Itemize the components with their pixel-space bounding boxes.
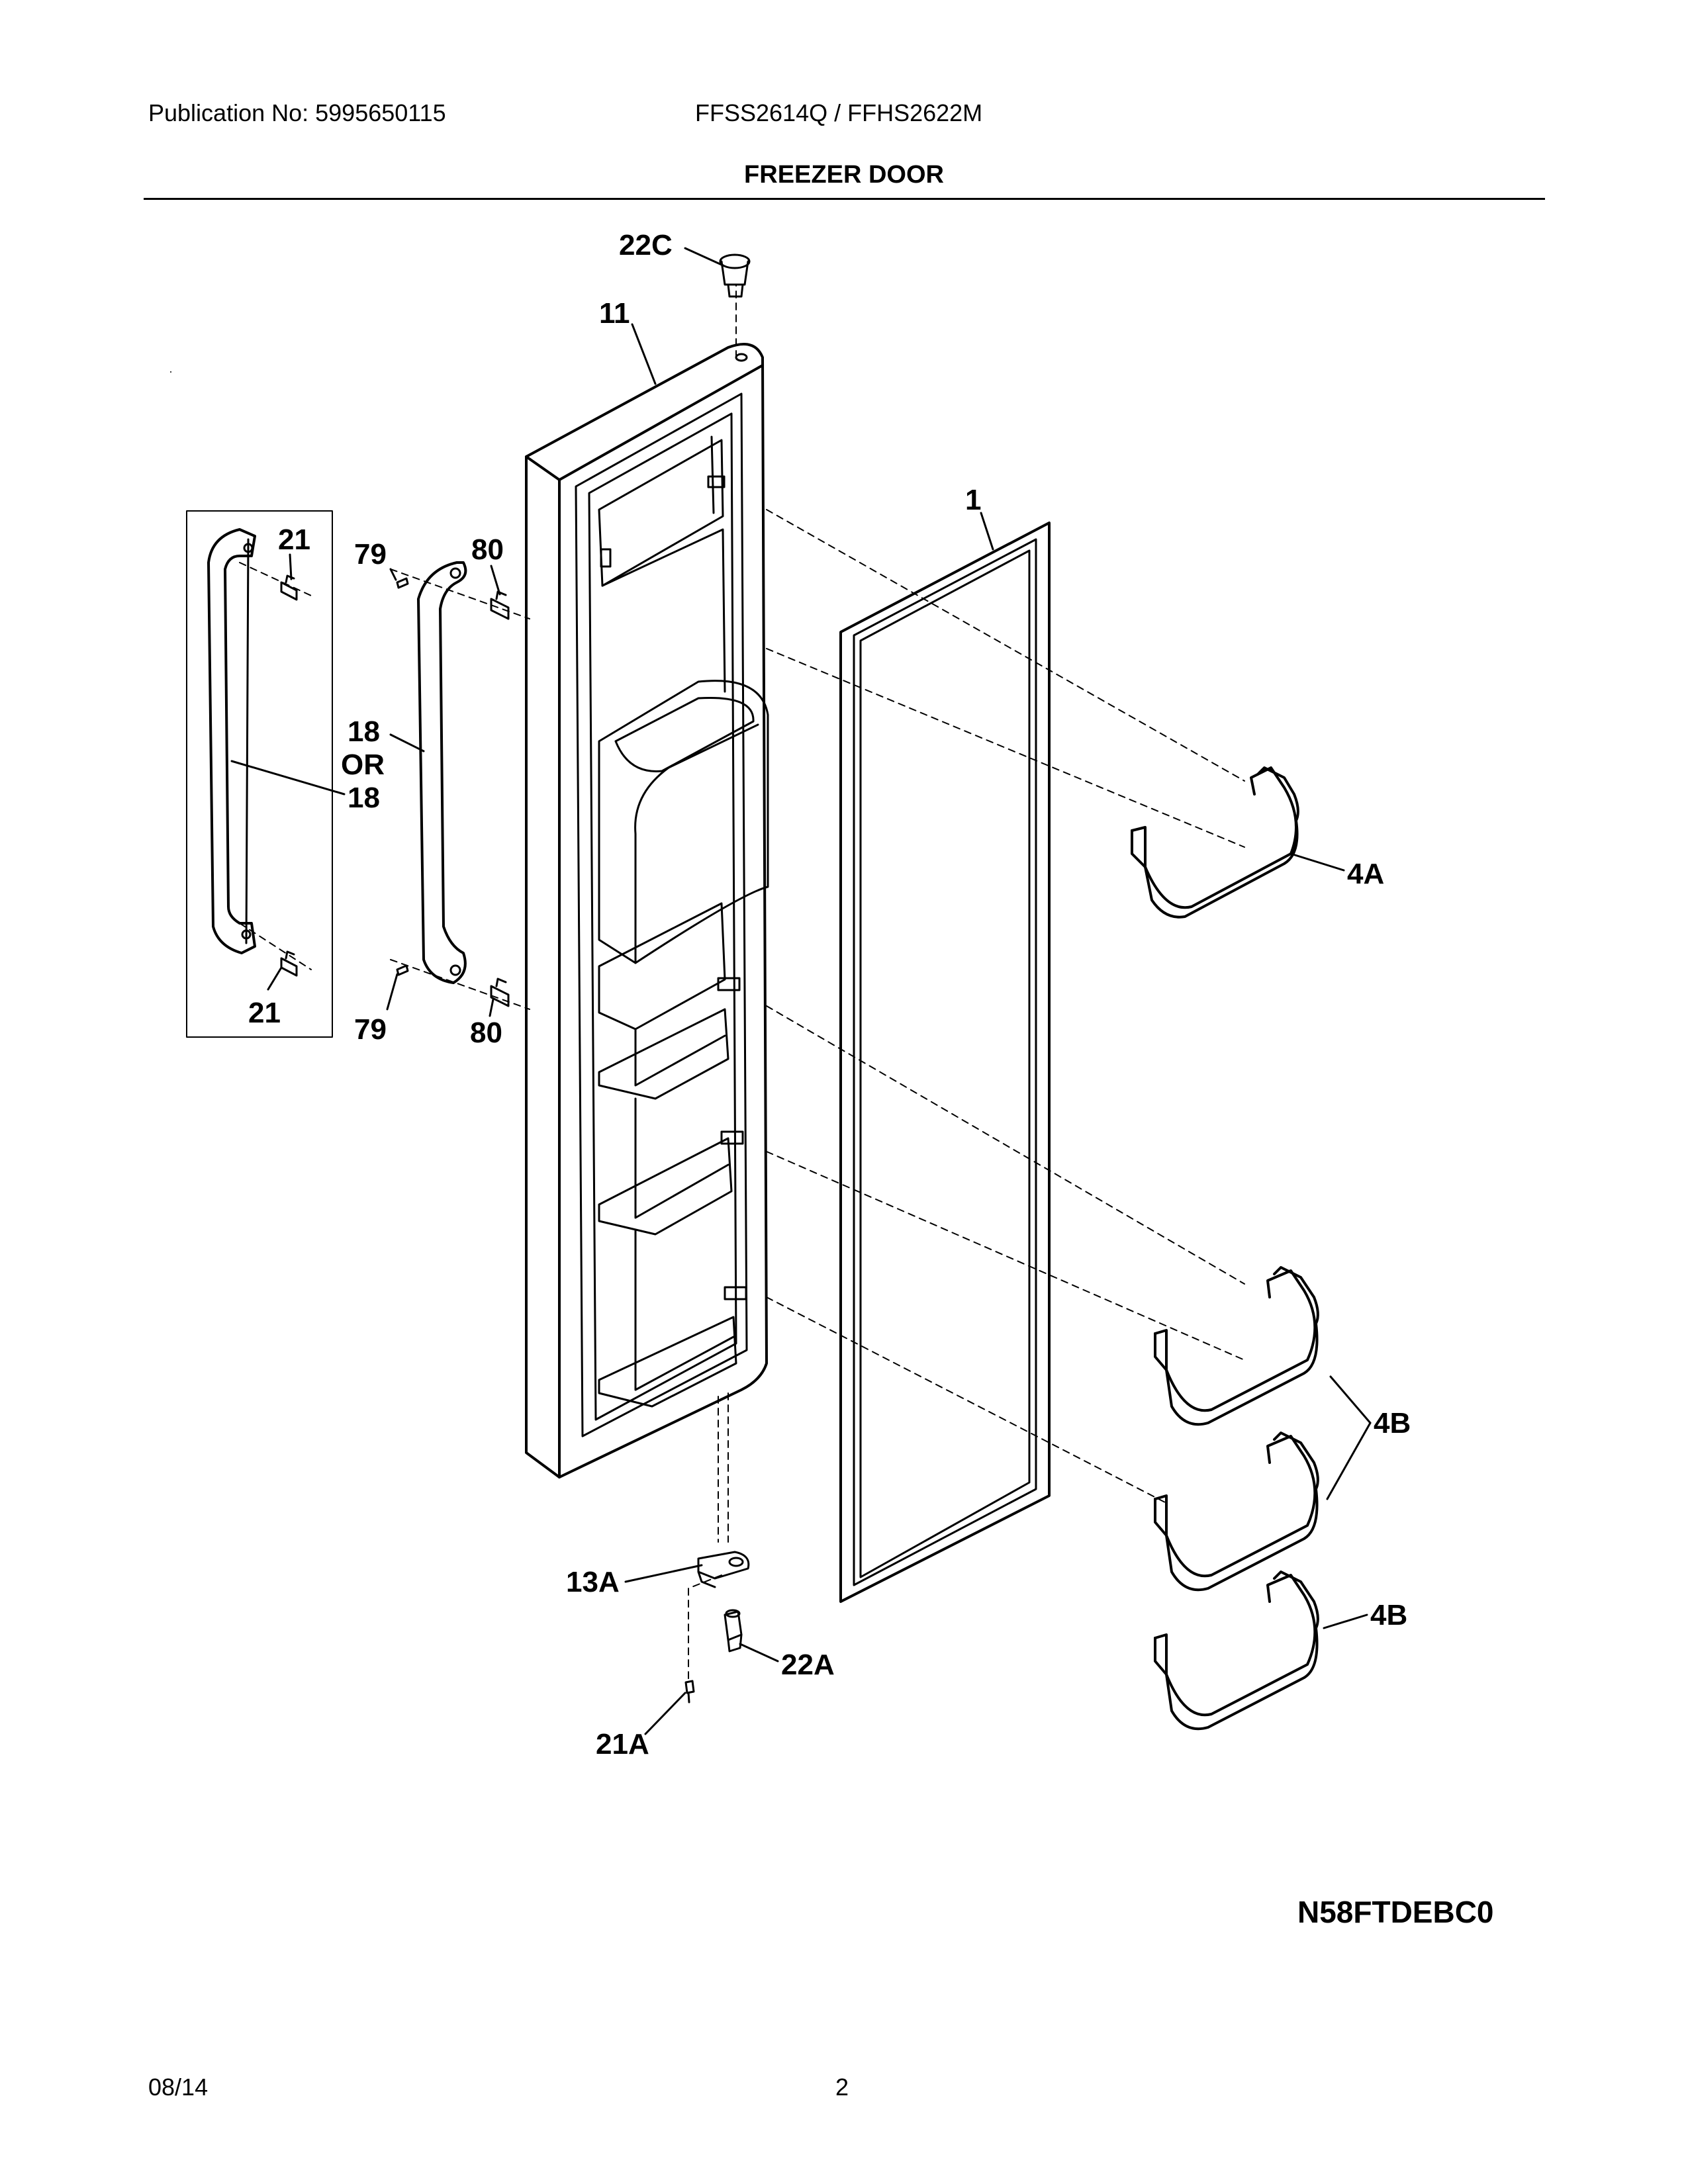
screw-21a	[684, 1680, 695, 1704]
door-bin-4b-lower	[1154, 1570, 1319, 1731]
screw-79-bottom	[396, 964, 409, 976]
callout-79-bottom: 79	[354, 1013, 387, 1046]
callout-1: 1	[965, 484, 981, 516]
door-bin-4a	[1131, 766, 1299, 919]
callout-22c: 22C	[619, 229, 673, 261]
handle-18-alternate	[417, 561, 467, 984]
callout-21-top: 21	[278, 523, 310, 556]
callout-or: OR	[341, 749, 385, 781]
callout-79-top: 79	[354, 538, 387, 570]
footer-date: 08/14	[148, 2073, 209, 2101]
header-rule	[144, 198, 1545, 200]
stud-80-bottom	[490, 978, 510, 1007]
handle-18-boxed	[207, 528, 256, 954]
leader-lines	[170, 247, 1372, 1735]
hinge-pin-22a	[724, 1609, 743, 1653]
model-numbers: FFSS2614Q / FFHS2622M	[695, 99, 983, 126]
callout-4b-2: 4B	[1370, 1599, 1407, 1631]
page-title: FREEZER DOOR	[744, 161, 944, 189]
callout-4a: 4A	[1347, 858, 1384, 890]
callout-21a: 21A	[596, 1728, 649, 1760]
freezer-door	[525, 343, 769, 1479]
diagram-code: N58FTDEBC0	[1297, 1895, 1494, 1929]
callout-11: 11	[599, 297, 630, 330]
callout-18-alt: 18	[348, 782, 380, 814]
door-bin-4b-upper	[1154, 1266, 1319, 1426]
callout-4b-1: 4B	[1374, 1407, 1411, 1439]
screw-79-top	[396, 577, 409, 589]
screw-21-bottom	[280, 950, 298, 977]
callout-13a: 13A	[566, 1566, 620, 1598]
callout-18: 18	[348, 715, 380, 748]
hinge-bracket-13a	[697, 1551, 750, 1588]
publication-number: Publication No: 5995650115	[148, 99, 446, 126]
callout-22a: 22A	[781, 1649, 835, 1681]
hinge-pin-22c	[719, 253, 751, 298]
callout-80-bottom: 80	[470, 1017, 502, 1049]
callout-21-bottom: 21	[248, 997, 281, 1029]
callout-80-top: 80	[471, 533, 504, 566]
handle-option-box	[186, 510, 333, 1038]
page-number: 2	[835, 2073, 849, 2101]
alignment-lines	[239, 284, 1245, 1682]
stud-80-top	[490, 590, 510, 620]
door-bin-4b-middle	[1154, 1432, 1319, 1592]
door-gasket	[839, 522, 1051, 1603]
